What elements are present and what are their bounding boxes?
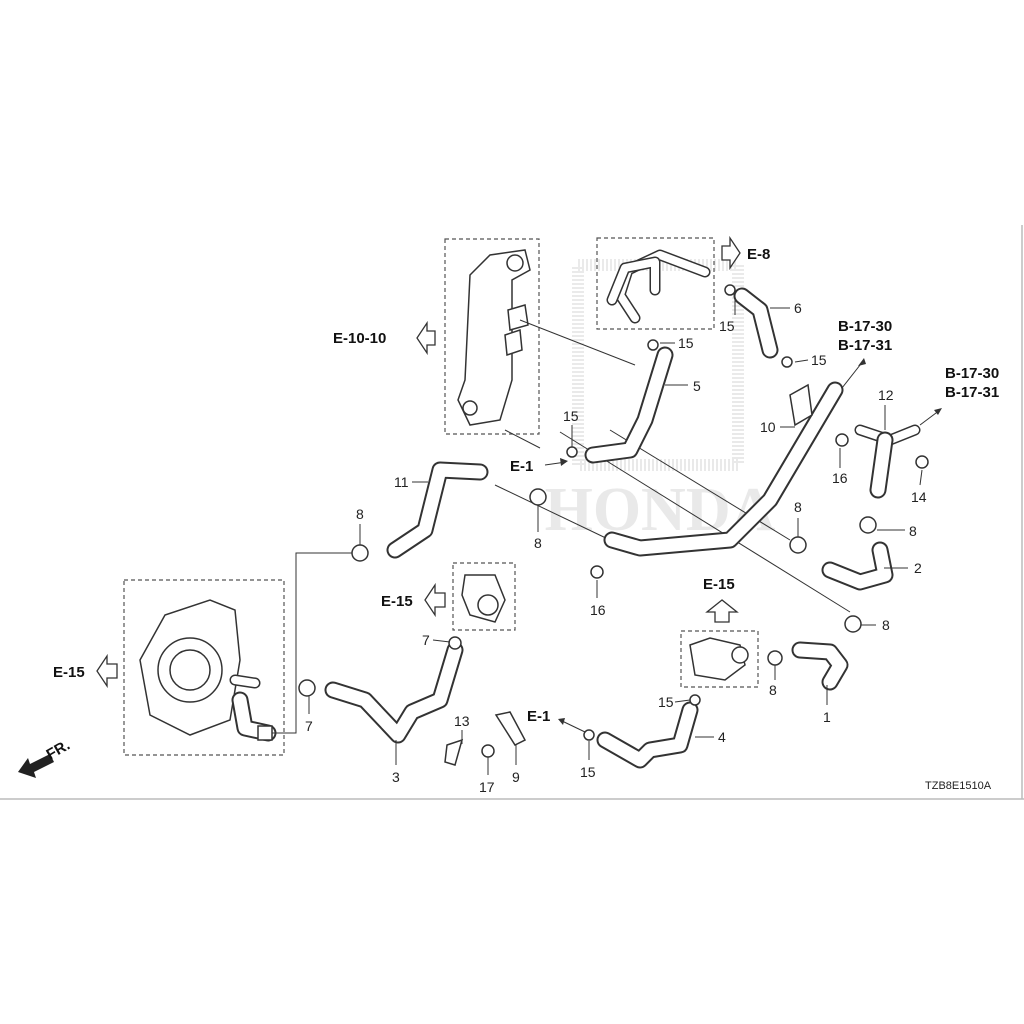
housing-box-small (452, 562, 516, 631)
pipe-10 (603, 381, 844, 557)
clamp-icon (689, 694, 701, 706)
callout-9: 9 (512, 769, 520, 785)
ref-b-17-31-b[interactable]: B-17-31 (945, 384, 999, 401)
thermostat-housing-part (689, 637, 749, 681)
bolt-icon (835, 433, 849, 447)
callout-15: 15 (811, 352, 827, 368)
callout-6: 6 (794, 300, 802, 316)
callout-7: 7 (305, 718, 313, 734)
clamp-icon (781, 356, 793, 368)
callout-1: 1 (823, 709, 831, 725)
callout-13: 13 (454, 713, 470, 729)
arrow-left-icon (424, 582, 446, 618)
hose-11 (386, 461, 489, 559)
clamp-icon (351, 544, 369, 562)
callout-4: 4 (718, 729, 726, 745)
callout-10: 10 (760, 419, 776, 435)
ref-b-17-30-a[interactable]: B-17-30 (838, 318, 892, 335)
thermostat-box (680, 630, 759, 688)
arrow-left-icon (96, 653, 118, 689)
clip-13-icon (444, 738, 464, 766)
clamp-icon (844, 615, 862, 633)
oil-cooler-box (444, 238, 540, 435)
ref-e-15-a[interactable]: E-15 (381, 593, 413, 610)
callout-17: 17 (479, 779, 495, 795)
clamp-icon (566, 446, 578, 458)
bolt-icon (481, 744, 495, 758)
pipe-end-icon (257, 725, 273, 741)
hose-1 (791, 641, 849, 691)
hose-2 (821, 541, 894, 591)
callout-15: 15 (580, 764, 596, 780)
honda-watermark: HONDA (545, 259, 776, 544)
hose-5 (584, 346, 674, 464)
bolt-icon (915, 455, 929, 469)
ref-b-17-31-a[interactable]: B-17-31 (838, 337, 892, 354)
clamp-icon (859, 516, 877, 534)
bracket-9-icon (494, 711, 527, 746)
hose-4 (596, 701, 699, 769)
arrow-right-icon (721, 235, 741, 271)
callout-5: 5 (693, 378, 701, 394)
ref-e-10-10[interactable]: E-10-10 (333, 330, 386, 347)
callout-15: 15 (563, 408, 579, 424)
water-pump-box (123, 579, 285, 756)
callout-8: 8 (909, 523, 917, 539)
oil-cooler-part (457, 249, 531, 426)
arrow-head-icon (560, 458, 568, 466)
clamp-icon (724, 284, 736, 296)
callout-15: 15 (658, 694, 674, 710)
ref-e-1-a[interactable]: E-1 (510, 458, 533, 475)
arrow-head-icon (558, 718, 565, 725)
ref-e-1-b[interactable]: E-1 (527, 708, 550, 725)
clamp-icon (529, 488, 547, 506)
callout-8: 8 (882, 617, 890, 633)
ref-e-15-b[interactable]: E-15 (703, 576, 735, 593)
callout-8: 8 (769, 682, 777, 698)
clamp-icon (448, 636, 462, 650)
ref-b-17-30-b[interactable]: B-17-30 (945, 365, 999, 382)
pipe-assembly-part (606, 249, 711, 324)
callout-8: 8 (794, 499, 802, 515)
arrow-head-icon (934, 408, 942, 415)
bracket-10 (789, 383, 813, 427)
callout-16: 16 (590, 602, 606, 618)
ref-e-8[interactable]: E-8 (747, 246, 770, 263)
callout-15: 15 (719, 318, 735, 334)
hose-6 (733, 287, 779, 359)
arrow-head-icon (858, 358, 866, 366)
callout-8: 8 (534, 535, 542, 551)
housing-part-small (461, 574, 506, 623)
clamp-icon (298, 679, 316, 697)
clamp-icon (647, 339, 659, 351)
callout-7: 7 (422, 632, 430, 648)
clamp-icon (789, 536, 807, 554)
callout-14: 14 (911, 489, 927, 505)
drawing-code: TZB8E1510A (925, 780, 992, 792)
pipe-assembly-box (596, 237, 715, 330)
callout-2: 2 (914, 560, 922, 576)
callout-16: 16 (832, 470, 848, 486)
arrow-left-icon (416, 320, 436, 356)
water-pump-part (139, 599, 277, 742)
bolt-icon (590, 565, 604, 579)
clamp-icon (583, 729, 595, 741)
callout-8: 8 (356, 506, 364, 522)
joint-12 (854, 424, 921, 499)
hose-3 (324, 641, 464, 744)
callout-3: 3 (392, 769, 400, 785)
ref-e-15-c[interactable]: E-15 (53, 664, 85, 681)
front-arrow-icon (18, 754, 54, 778)
clamp-icon (767, 650, 783, 666)
callout-11: 11 (394, 474, 409, 490)
callout-15: 15 (678, 335, 694, 351)
callout-12: 12 (878, 387, 894, 403)
arrow-up-icon (705, 599, 739, 623)
